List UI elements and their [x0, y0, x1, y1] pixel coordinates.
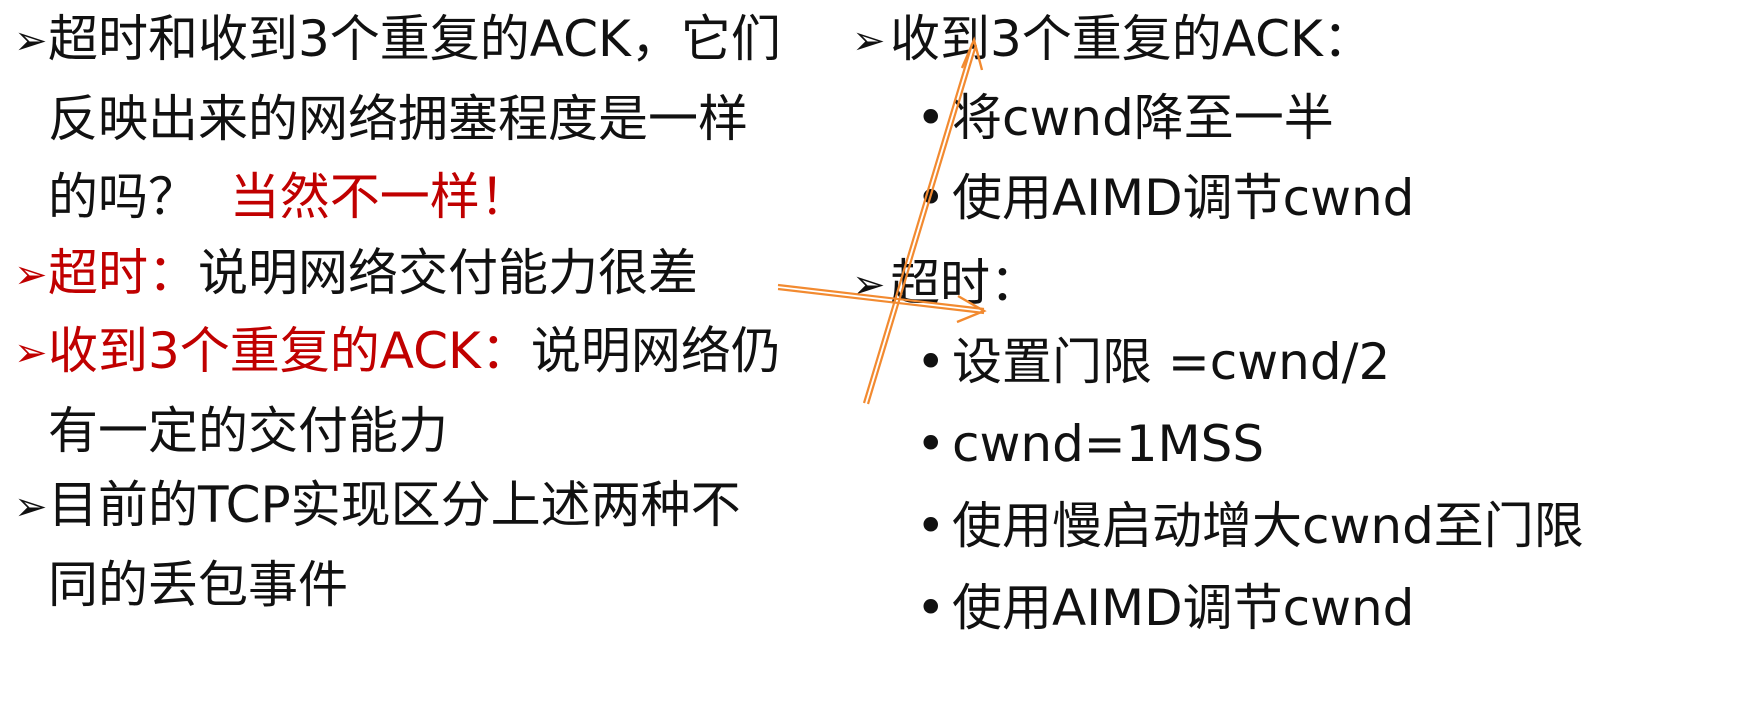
- dup-ack-item-text: 将cwnd降至一半: [952, 89, 1334, 147]
- timeout-item-text: 使用AIMD调节cwnd: [952, 579, 1415, 637]
- timeout-connector-arrow: [777, 283, 987, 324]
- dup-ack-title: 收到3个重复的ACK：: [890, 10, 1373, 68]
- timeout-item-text: 使用慢启动增大cwnd至门限: [952, 497, 1584, 555]
- question-paragraph: ➢超时和收到3个重复的ACK，它们 反映出来的网络拥塞程度是一样 的吗？ 当然不…: [14, 0, 781, 236]
- bullet-dot-icon: •: [916, 89, 946, 147]
- question-line-3: 的吗？ 当然不一样！: [14, 158, 781, 236]
- dup-ack-label: 收到3个重复的ACK：: [48, 322, 531, 380]
- dup-ack-paragraph: ➢收到3个重复的ACK：说明网络仍 有一定的交付能力: [14, 312, 781, 470]
- arrow-bullet-icon: ➢: [14, 484, 48, 530]
- timeout-paragraph: ➢超时：说明网络交付能力很差: [14, 234, 698, 314]
- dup-ack-item: •将cwnd降至一半: [916, 88, 1334, 148]
- bullet-dot-icon: •: [916, 579, 946, 637]
- bullet-dot-icon: •: [916, 497, 946, 555]
- answer-text: 当然不一样！: [229, 168, 530, 226]
- timeout-item: •设置门限 =cwnd/2: [916, 332, 1390, 392]
- timeout-item: •cwnd=1MSS: [916, 414, 1264, 474]
- dup-ack-connector-arrow: [862, 36, 984, 405]
- arrow-bullet-icon: ➢: [14, 18, 48, 64]
- question-line-2: 反映出来的网络拥塞程度是一样: [14, 80, 781, 158]
- bullet-dot-icon: •: [916, 333, 946, 391]
- dup-ack-item-text: 使用AIMD调节cwnd: [952, 169, 1415, 227]
- tcp-text-1: 目前的TCP实现区分上述两种不: [48, 476, 741, 534]
- arrow-bullet-icon: ➢: [14, 330, 48, 376]
- timeout-label: 超时：: [48, 244, 198, 302]
- hollow-arrow-bullet-icon: ➢: [852, 18, 886, 64]
- timeout-item: •使用慢启动增大cwnd至门限: [916, 496, 1584, 556]
- arrow-bullet-icon: ➢: [14, 252, 48, 298]
- dup-ack-text: 说明网络仍: [530, 322, 781, 380]
- timeout-line: ➢超时：说明网络交付能力很差: [14, 234, 698, 314]
- question-text-1: 超时和收到3个重复的ACK，它们: [48, 10, 781, 68]
- timeout-text: 说明网络交付能力很差: [198, 244, 698, 302]
- timeout-title: 超时：: [890, 254, 1040, 312]
- question-text-2: 反映出来的网络拥塞程度是一样: [48, 90, 748, 148]
- timeout-item: •使用AIMD调节cwnd: [916, 578, 1414, 638]
- question-line-1: ➢超时和收到3个重复的ACK，它们: [14, 0, 781, 80]
- dup-ack-text-2: 有一定的交付能力: [48, 402, 448, 460]
- bullet-dot-icon: •: [916, 415, 946, 473]
- tcp-line-1: ➢目前的TCP实现区分上述两种不: [14, 466, 741, 546]
- dup-ack-item: •使用AIMD调节cwnd: [916, 168, 1414, 228]
- tcp-text-2: 同的丢包事件: [48, 556, 348, 614]
- dup-ack-heading: ➢收到3个重复的ACK：: [852, 0, 1373, 80]
- tcp-paragraph: ➢目前的TCP实现区分上述两种不 同的丢包事件: [14, 466, 741, 624]
- dup-ack-line-2: 有一定的交付能力: [14, 392, 781, 470]
- question-text-3: 的吗？: [48, 168, 198, 226]
- tcp-line-2: 同的丢包事件: [14, 546, 741, 624]
- timeout-item-text: 设置门限 =cwnd/2: [952, 333, 1391, 391]
- dup-ack-line-1: ➢收到3个重复的ACK：说明网络仍: [14, 312, 781, 392]
- timeout-item-text: cwnd=1MSS: [952, 415, 1265, 473]
